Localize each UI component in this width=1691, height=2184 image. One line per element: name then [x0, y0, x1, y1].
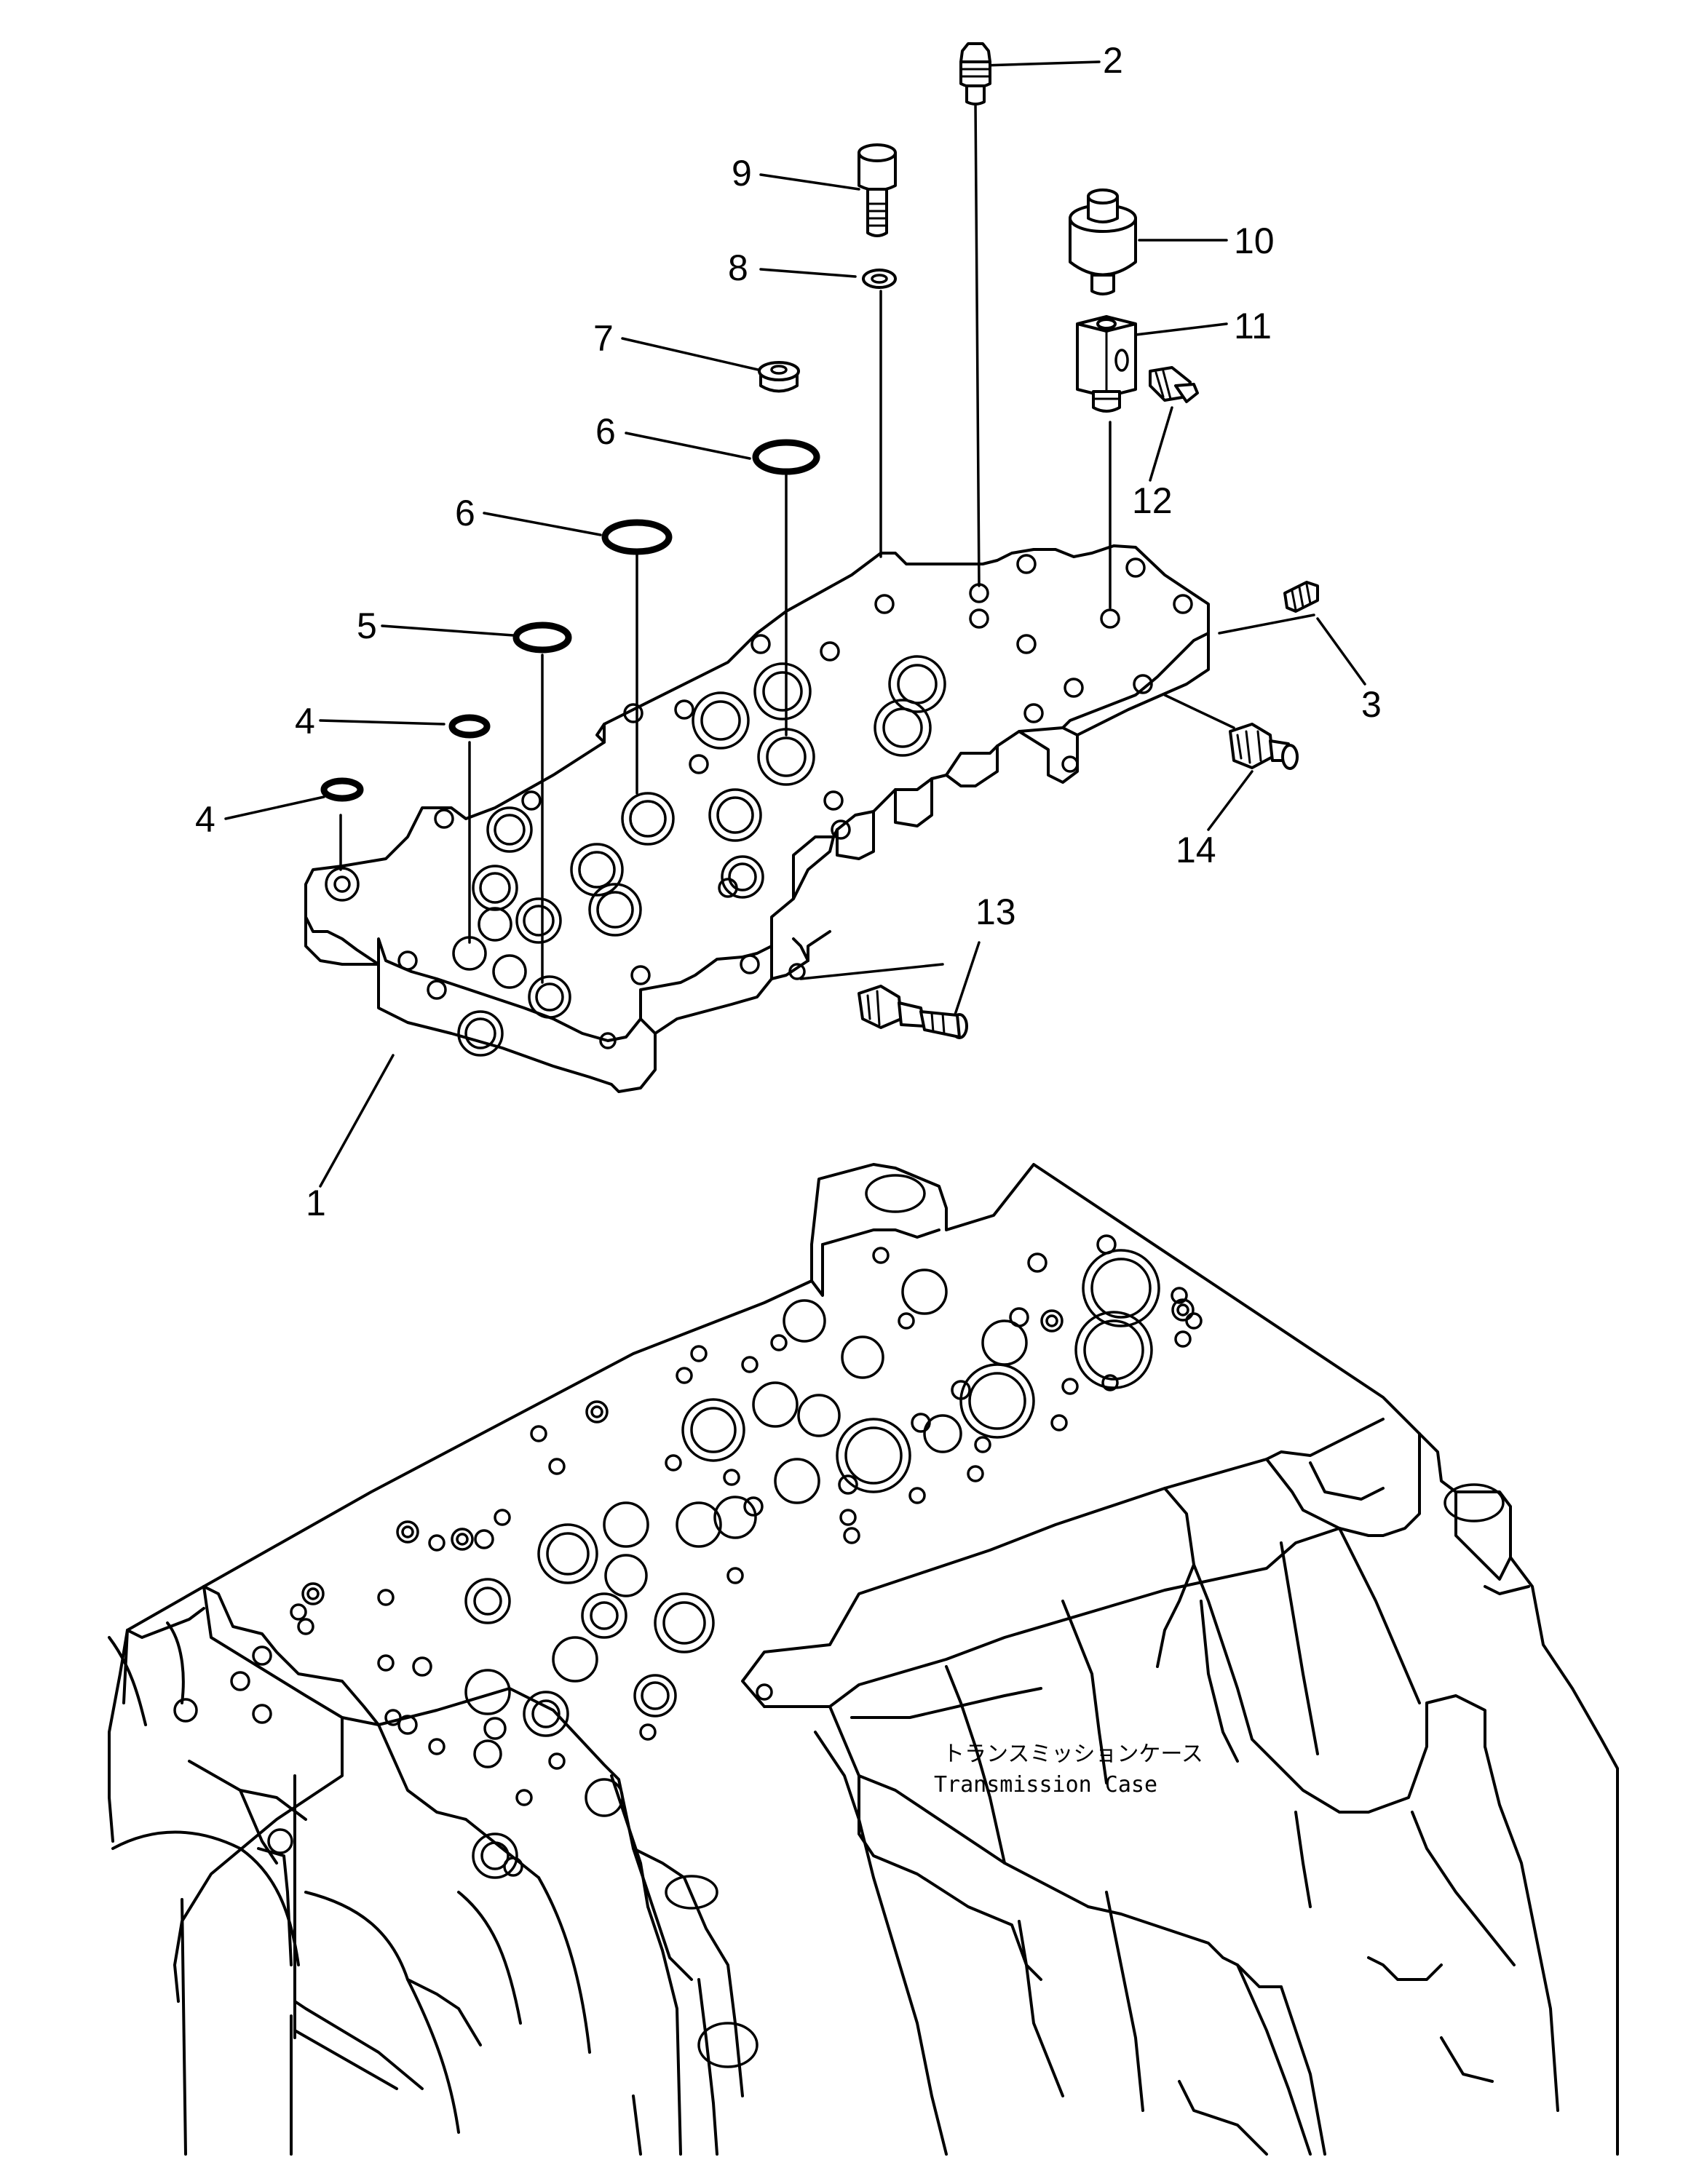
callout-4-lower: 4 — [195, 799, 215, 840]
valve-plate — [304, 544, 1210, 1093]
callout-3: 3 — [1361, 684, 1382, 725]
o-ring-5 — [512, 622, 572, 654]
plug-3 — [1283, 581, 1319, 613]
callout-6-right: 6 — [595, 411, 616, 452]
adapter-11 — [1076, 315, 1137, 413]
fitting-14 — [1229, 723, 1299, 770]
callout-7: 7 — [593, 318, 614, 359]
callout-6-left: 6 — [455, 493, 475, 533]
leader-lines — [224, 60, 1366, 1188]
bolt-9 — [858, 143, 897, 237]
callout-2: 2 — [1103, 40, 1123, 81]
callout-1: 1 — [306, 1183, 326, 1223]
callout-5: 5 — [357, 605, 377, 646]
transmission-case — [108, 1163, 1619, 2156]
callout-4-upper: 4 — [295, 701, 315, 742]
o-ring-4-lower — [320, 777, 364, 802]
callout-13: 13 — [975, 892, 1016, 932]
plug-2 — [959, 42, 991, 106]
fitting-13 — [858, 985, 968, 1039]
plug-12 — [1149, 366, 1199, 403]
o-ring-6-right — [752, 439, 820, 475]
o-ring-4-upper — [448, 714, 491, 739]
callout-11: 11 — [1234, 306, 1272, 346]
case-label-english: Transmission Case — [934, 1772, 1157, 1798]
callout-8: 8 — [728, 247, 748, 288]
o-ring-6-left — [601, 519, 673, 555]
plug-7 — [758, 361, 800, 393]
sensor-10 — [1069, 188, 1137, 295]
o-rings — [320, 439, 820, 802]
callout-10: 10 — [1234, 221, 1275, 261]
case-label: トランスミッションケース Transmission Case — [934, 1742, 1203, 1798]
callout-14: 14 — [1176, 830, 1216, 870]
callout-12: 12 — [1132, 480, 1173, 521]
callout-9: 9 — [732, 153, 752, 194]
case-label-japanese: トランスミッションケース — [943, 1742, 1203, 1767]
washer-8 — [862, 269, 897, 289]
callout-labels: 1 2 3 4 4 5 6 6 7 8 9 10 11 12 13 14 — [195, 40, 1382, 1223]
